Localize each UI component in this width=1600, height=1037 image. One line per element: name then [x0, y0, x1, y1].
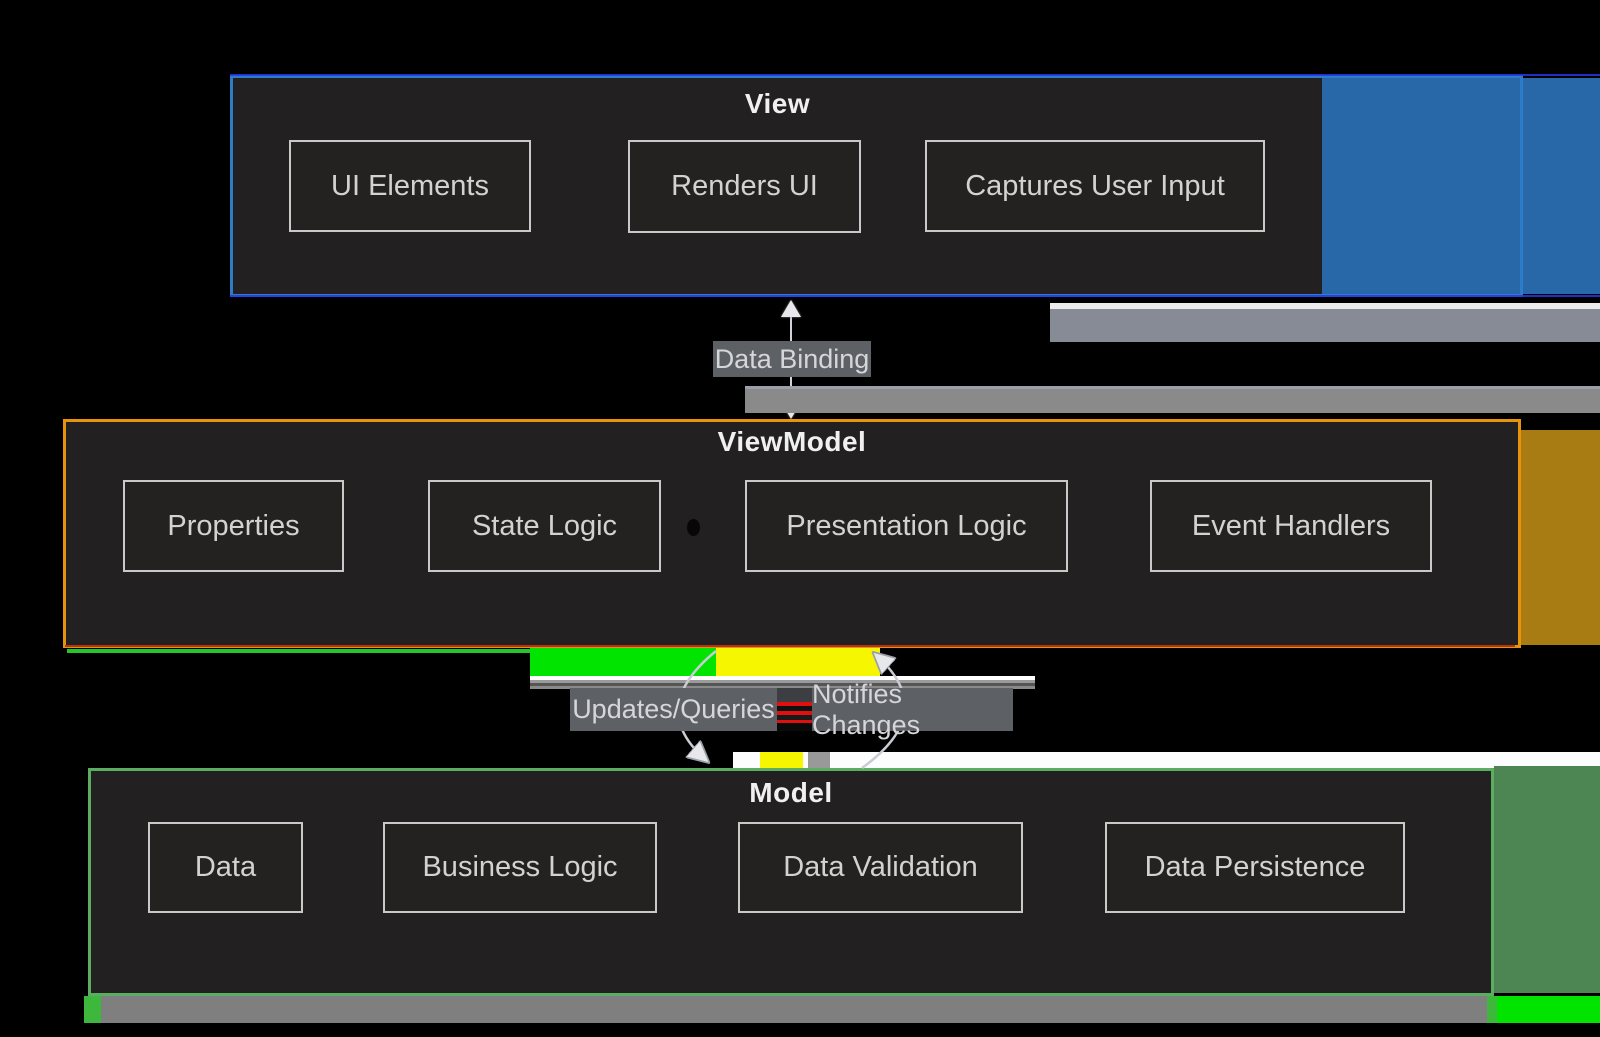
node-data-persistence: Data Persistence — [1105, 822, 1405, 913]
model-fill-glitch — [1494, 766, 1600, 993]
edge-label-notifies-changes: Notifies Changes — [812, 679, 1013, 740]
yellow-square-glitch — [760, 752, 803, 770]
node-data-validation: Data Validation — [738, 822, 1023, 913]
node-properties: Properties — [123, 480, 344, 572]
view-title: View — [744, 88, 811, 119]
view-fill-glitch — [1520, 78, 1600, 294]
green-block-glitch — [530, 648, 716, 676]
stripe-band-glitch — [530, 676, 1035, 689]
node-presentation-logic: Presentation Logic — [745, 480, 1068, 572]
dot-artifact — [687, 519, 700, 536]
bottom-green-square-right — [1487, 996, 1497, 1023]
view-border-glitch-top — [230, 74, 1600, 76]
bottom-green-square-left — [84, 996, 101, 1023]
viewmodel-fill-glitch — [1521, 430, 1600, 645]
edge-label-updates-queries: Updates/Queries — [570, 688, 777, 731]
model-title: Model — [749, 777, 833, 808]
view-border-glitch-bottom — [230, 295, 1600, 297]
node-renders-ui: Renders UI — [628, 140, 861, 233]
node-captures-user-input: Captures User Input — [925, 140, 1265, 232]
bottom-gray-bar — [101, 996, 1487, 1023]
viewmodel-red-line-glitch — [65, 645, 1515, 647]
edge-label-data-binding: Data Binding — [713, 341, 871, 377]
red-dash-glitch — [777, 688, 812, 731]
tear-band-below-view — [1050, 303, 1600, 342]
arrowhead-up-to-view-icon — [781, 300, 801, 317]
node-ui-elements: UI Elements — [289, 140, 531, 232]
view-container: View — [230, 75, 1523, 297]
node-event-handlers: Event Handlers — [1150, 480, 1432, 572]
white-band-glitch — [733, 752, 1600, 768]
tear-band-above-viewmodel — [745, 386, 1600, 413]
bottom-bright-green-strip — [1497, 996, 1600, 1023]
gray-square-glitch — [808, 752, 830, 768]
yellow-block-glitch — [716, 648, 880, 676]
green-line-glitch — [67, 649, 530, 653]
node-state-logic: State Logic — [428, 480, 661, 572]
node-data: Data — [148, 822, 303, 913]
viewmodel-title: ViewModel — [717, 426, 867, 457]
node-business-logic: Business Logic — [383, 822, 657, 913]
